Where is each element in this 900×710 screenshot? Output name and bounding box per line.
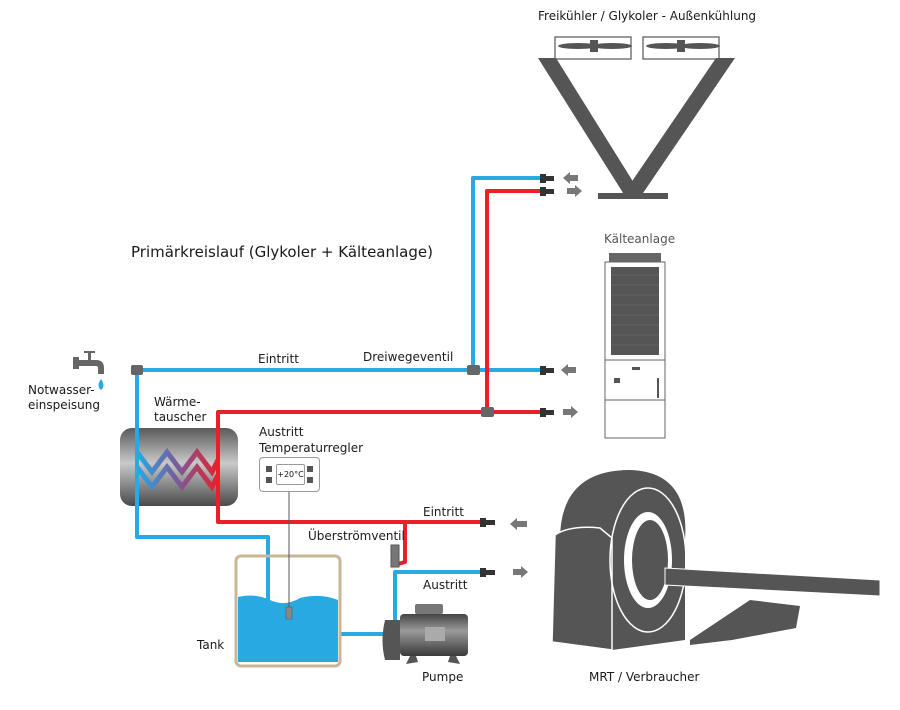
controller-button [266,477,272,483]
fan-icon [558,40,632,52]
chiller-grille [611,267,659,355]
temperature-display: +20°C [276,464,305,485]
arrow-left-icon [510,518,527,530]
arrow-left-icon [561,364,576,376]
overflow-valve-label: Überströmventil [308,529,405,543]
emergency-water-label-2: einspeisung [28,398,100,412]
chiller-label: Kälteanlage [604,232,676,246]
pipe-connectors [480,174,554,577]
chiller-unit [604,253,666,439]
arrow-right-icon [563,406,578,418]
primary-inlet-label: Eintritt [258,352,299,366]
mri-scanner [551,470,881,651]
pipe-bypass [397,522,407,566]
overflow-valve-icon [390,544,400,568]
flow-arrows [510,172,582,578]
emergency-water-label-1: Notwasser- [28,383,95,397]
tank [234,490,342,668]
primary-outlet-label: Austritt [259,425,304,439]
arrow-right-icon [567,185,582,197]
free-cooler [538,36,735,199]
temperature-sensor [285,606,293,620]
free-cooler-label: Freikühler / Glykoler - Außenkühlung [538,9,757,23]
temperature-controller: +20°C [259,457,320,492]
pump-label: Pumpe [422,670,464,684]
consumer-inlet-label: Eintritt [423,505,464,519]
water-drop-icon [98,379,104,390]
temp-controller-label: Temperaturregler [259,441,364,455]
tank-label: Tank [197,638,225,652]
frame-base [598,193,668,199]
chiller-top [609,253,661,263]
frame-leg-left [538,58,642,196]
pipe-cooler-supply [485,189,540,412]
inlet-valve-icon [131,365,143,375]
three-way-valve-icon [481,407,494,417]
three-way-valve-icon [467,365,480,375]
controller-button [307,466,313,472]
controller-button [266,466,272,472]
controller-button [307,477,313,483]
frame-leg-right [622,58,735,196]
heat-exchanger [120,428,238,506]
pipe-consumer-inlet [216,500,480,524]
consumer-outlet-label: Austritt [423,578,468,592]
pipe-cooler-return [471,176,540,370]
heat-exchanger-label-2: tauscher [154,410,207,424]
three-way-valve-label: Dreiwegeventil [363,350,454,364]
heat-exchanger-label-1: Wärme- [154,395,201,409]
primary-circuit-label: Primärkreislauf (Glykoler + Kälteanlage) [131,243,433,261]
fan-icon [646,40,720,52]
mri-label: MRT / Verbraucher [589,670,700,684]
tank-water [238,595,338,662]
arrow-right-icon [513,566,528,578]
pump [382,604,468,664]
faucet-icon [73,351,104,390]
arrow-left-icon [563,172,578,184]
tank-wall [234,554,342,668]
pipe-consumer-outlet [393,570,480,620]
